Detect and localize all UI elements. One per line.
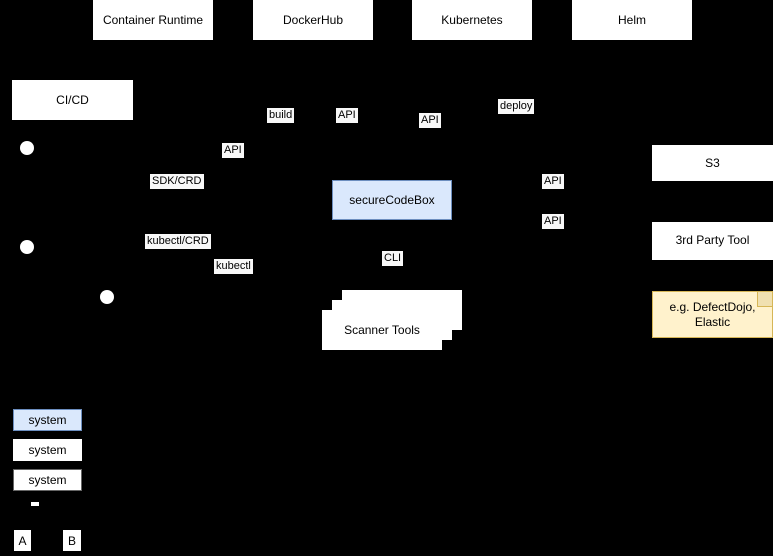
- edge-label-build: build: [267, 108, 295, 123]
- edge-label-kubectl: kubectl: [214, 259, 253, 274]
- node-label: Helm: [617, 13, 646, 27]
- legend-label: system: [28, 443, 67, 457]
- node-dockerhub[interactable]: DockerHub: [253, 0, 373, 40]
- node-label: Kubernetes: [441, 13, 503, 27]
- edge-label-api-dockerhub-kubernetes: API: [336, 108, 358, 123]
- legend-marker-a[interactable]: A: [14, 530, 31, 551]
- edge-label-kubectl-crd: kubectl/CRD: [145, 234, 211, 249]
- note-defectdojo-elastic[interactable]: e.g. DefectDojo, Elastic: [652, 291, 773, 338]
- legend-label: system: [28, 413, 67, 427]
- legend-item-blue[interactable]: system: [13, 409, 82, 431]
- node-securecodebox[interactable]: secureCodeBox: [332, 180, 452, 220]
- edge-label-deploy: deploy: [498, 99, 535, 114]
- legend-marker-label: A: [18, 533, 27, 548]
- node-label: CI/CD: [56, 93, 89, 107]
- legend-item-plain[interactable]: system: [13, 439, 82, 461]
- node-third-party-tool[interactable]: 3rd Party Tool: [652, 222, 773, 260]
- node-label: 3rd Party Tool: [675, 233, 750, 247]
- note-fold-corner: [757, 292, 772, 307]
- node-label: S3: [705, 156, 720, 170]
- legend-marker-b[interactable]: B: [63, 530, 81, 551]
- note-line-2: Elastic: [694, 314, 731, 329]
- legend-label: system: [28, 473, 67, 487]
- node-s3[interactable]: S3: [652, 145, 773, 181]
- node-kubernetes[interactable]: Kubernetes: [412, 0, 532, 40]
- node-label: Container Runtime: [102, 13, 204, 27]
- edge-label-sdk-crd: SDK/CRD: [150, 174, 204, 189]
- node-label: DockerHub: [282, 13, 344, 27]
- node-label: Scanner Tools: [344, 323, 420, 337]
- legend-dash-marker: [31, 502, 39, 506]
- connector-dot-cli: [100, 290, 114, 304]
- edge-label-api-kubernetes: API: [419, 113, 441, 128]
- edge-label-api-scb-kubernetes: API: [542, 174, 564, 189]
- edge-label-cli: CLI: [382, 251, 404, 266]
- node-scanner-tools[interactable]: Scanner Tools: [322, 310, 442, 350]
- connector-dot-kubectl: [20, 240, 34, 254]
- note-line-1: e.g. DefectDojo,: [669, 299, 756, 314]
- legend-marker-label: B: [67, 533, 76, 548]
- edge-label-api-s3: API: [542, 214, 564, 229]
- connector-dot-cicd: [20, 141, 34, 155]
- node-helm[interactable]: Helm: [572, 0, 692, 40]
- legend-item-bordered[interactable]: system: [13, 469, 82, 491]
- node-container-runtime[interactable]: Container Runtime: [93, 0, 213, 40]
- node-cicd[interactable]: CI/CD: [12, 80, 133, 120]
- edge-label-api-cicd: API: [222, 143, 244, 158]
- node-label: secureCodeBox: [349, 193, 435, 207]
